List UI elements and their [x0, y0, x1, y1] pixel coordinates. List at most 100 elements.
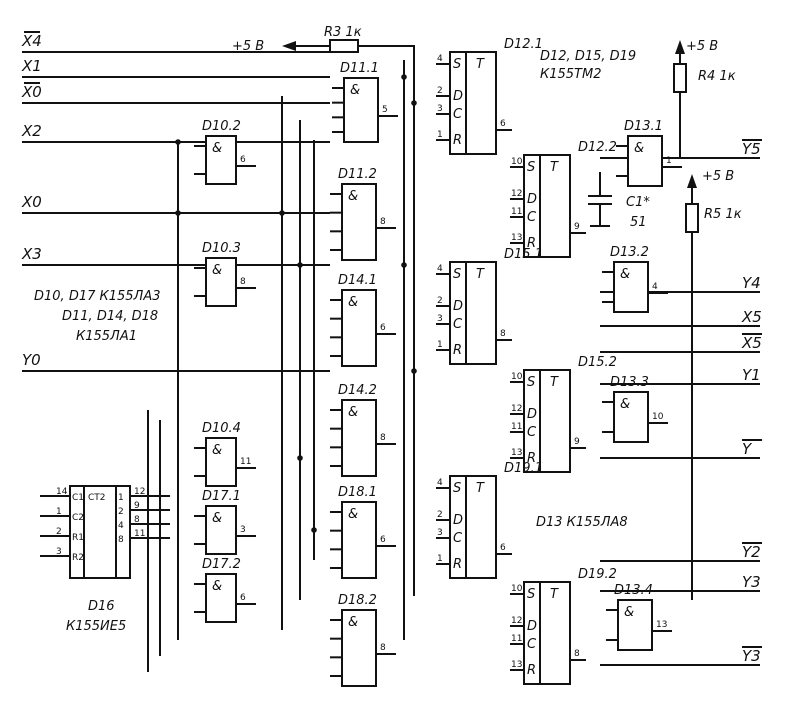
gate-body: [613, 261, 649, 313]
output-label-y_bar: Y: [742, 440, 753, 458]
pin-letter: D: [527, 192, 537, 207]
junction-dot: [411, 368, 417, 374]
pin-letter: T: [476, 481, 485, 496]
counter-output-name: 2: [118, 507, 124, 517]
pin-letter: R: [453, 343, 462, 358]
counter-input-name: C2: [72, 513, 84, 523]
pin-number: 10: [652, 412, 664, 422]
counter-name: D16: [88, 599, 115, 614]
gate-symbol: &: [634, 141, 644, 156]
pin-number: 12: [134, 487, 145, 497]
output-label-y1: Y1: [742, 366, 761, 384]
output-y5_bar: Y5: [742, 139, 762, 158]
pin-letter: S: [453, 267, 461, 282]
pin-number: 8: [500, 329, 506, 339]
gate-name: D13.3: [610, 375, 649, 390]
gate-body: [341, 609, 377, 687]
supply-network: [282, 39, 699, 233]
gate-name: D17.2: [202, 557, 241, 572]
pin-number: 4: [437, 264, 443, 274]
pin-number: 11: [511, 422, 522, 432]
gate-symbol: &: [348, 405, 358, 420]
pin-number: 3: [56, 547, 62, 557]
input-x1: X1: [21, 57, 42, 75]
pin-number: 9: [574, 437, 580, 447]
gate-body: [613, 391, 649, 443]
gate-body: [341, 399, 377, 477]
gate-symbol: &: [212, 443, 222, 458]
junction-dot: [401, 74, 407, 80]
flipflop-body: [449, 51, 497, 155]
gate-body: [341, 501, 377, 579]
junction-dot: [175, 210, 181, 216]
pin-number: 10: [511, 372, 523, 382]
la1-note-1: D11, D14, D18: [62, 309, 158, 324]
gate-symbol: &: [620, 267, 630, 282]
wires: [22, 45, 760, 672]
pin-number: 8: [574, 649, 580, 659]
counter-output-name: 8: [118, 535, 124, 545]
pin-number: 8: [380, 217, 386, 227]
pin-number: 10: [511, 584, 523, 594]
gate-body: [205, 135, 237, 185]
gate-symbol: &: [212, 141, 222, 156]
flipflop-body: [449, 261, 497, 365]
gate-name: D17.1: [202, 489, 241, 504]
pin-number: 9: [574, 222, 580, 232]
gate-body: [617, 599, 653, 651]
supply-r4-label: +5 В: [686, 39, 718, 54]
pin-letter: T: [476, 57, 485, 72]
pin-number: 10: [511, 157, 523, 167]
pin-letter: S: [453, 481, 461, 496]
pin-letter: C: [527, 425, 537, 440]
output-y3_bar: Y3: [742, 646, 762, 665]
gate-symbol: &: [212, 579, 222, 594]
flipflop-body: [449, 475, 497, 579]
gate-symbol: &: [348, 295, 358, 310]
pin-letter: S: [527, 375, 535, 390]
pin-number: 6: [380, 323, 386, 333]
gate-symbol: &: [212, 263, 222, 278]
pin-number: 3: [437, 314, 443, 324]
counter-input-name: R2: [72, 553, 84, 563]
pin-letter: C: [453, 317, 463, 332]
resistor-r5: [685, 203, 699, 233]
pin-number: 8: [380, 643, 386, 653]
gate-symbol: &: [350, 83, 360, 98]
pin-letter: T: [476, 267, 485, 282]
pin-letter: R: [527, 663, 536, 678]
gate-name: D13.1: [624, 119, 663, 134]
input-x3: X3: [21, 245, 42, 263]
gate-symbol: &: [624, 605, 634, 620]
flipflop-name: D15.2: [578, 355, 617, 370]
r5-label: R5 1к: [704, 207, 742, 222]
counter-output-name: 4: [118, 521, 124, 531]
labels: +5 В R3 1к +5 В R4 1к +5 В R5 1к C1* 51 …: [34, 25, 742, 634]
pin-number: 11: [134, 529, 145, 539]
counter-input-name: C1: [72, 493, 84, 503]
gate-name: D13.2: [610, 245, 649, 260]
pin-number: 1: [56, 507, 62, 517]
counter-output-name: 1: [118, 493, 124, 503]
output-y3: Y3: [742, 573, 761, 591]
input-label-x1: X1: [21, 57, 42, 75]
gate-body: [341, 289, 377, 367]
pin-number: 13: [511, 660, 522, 670]
gate-name: D10.2: [202, 119, 241, 134]
input-label-x2: X2: [21, 122, 42, 140]
output-label-y5_bar: Y5: [742, 140, 761, 158]
pin-letter: C: [453, 107, 463, 122]
output-label-y4: Y4: [742, 274, 761, 292]
pin-letter: D: [453, 513, 463, 528]
input-label-x0_bar: X0: [21, 83, 42, 101]
counter-input-name: R1: [72, 533, 84, 543]
